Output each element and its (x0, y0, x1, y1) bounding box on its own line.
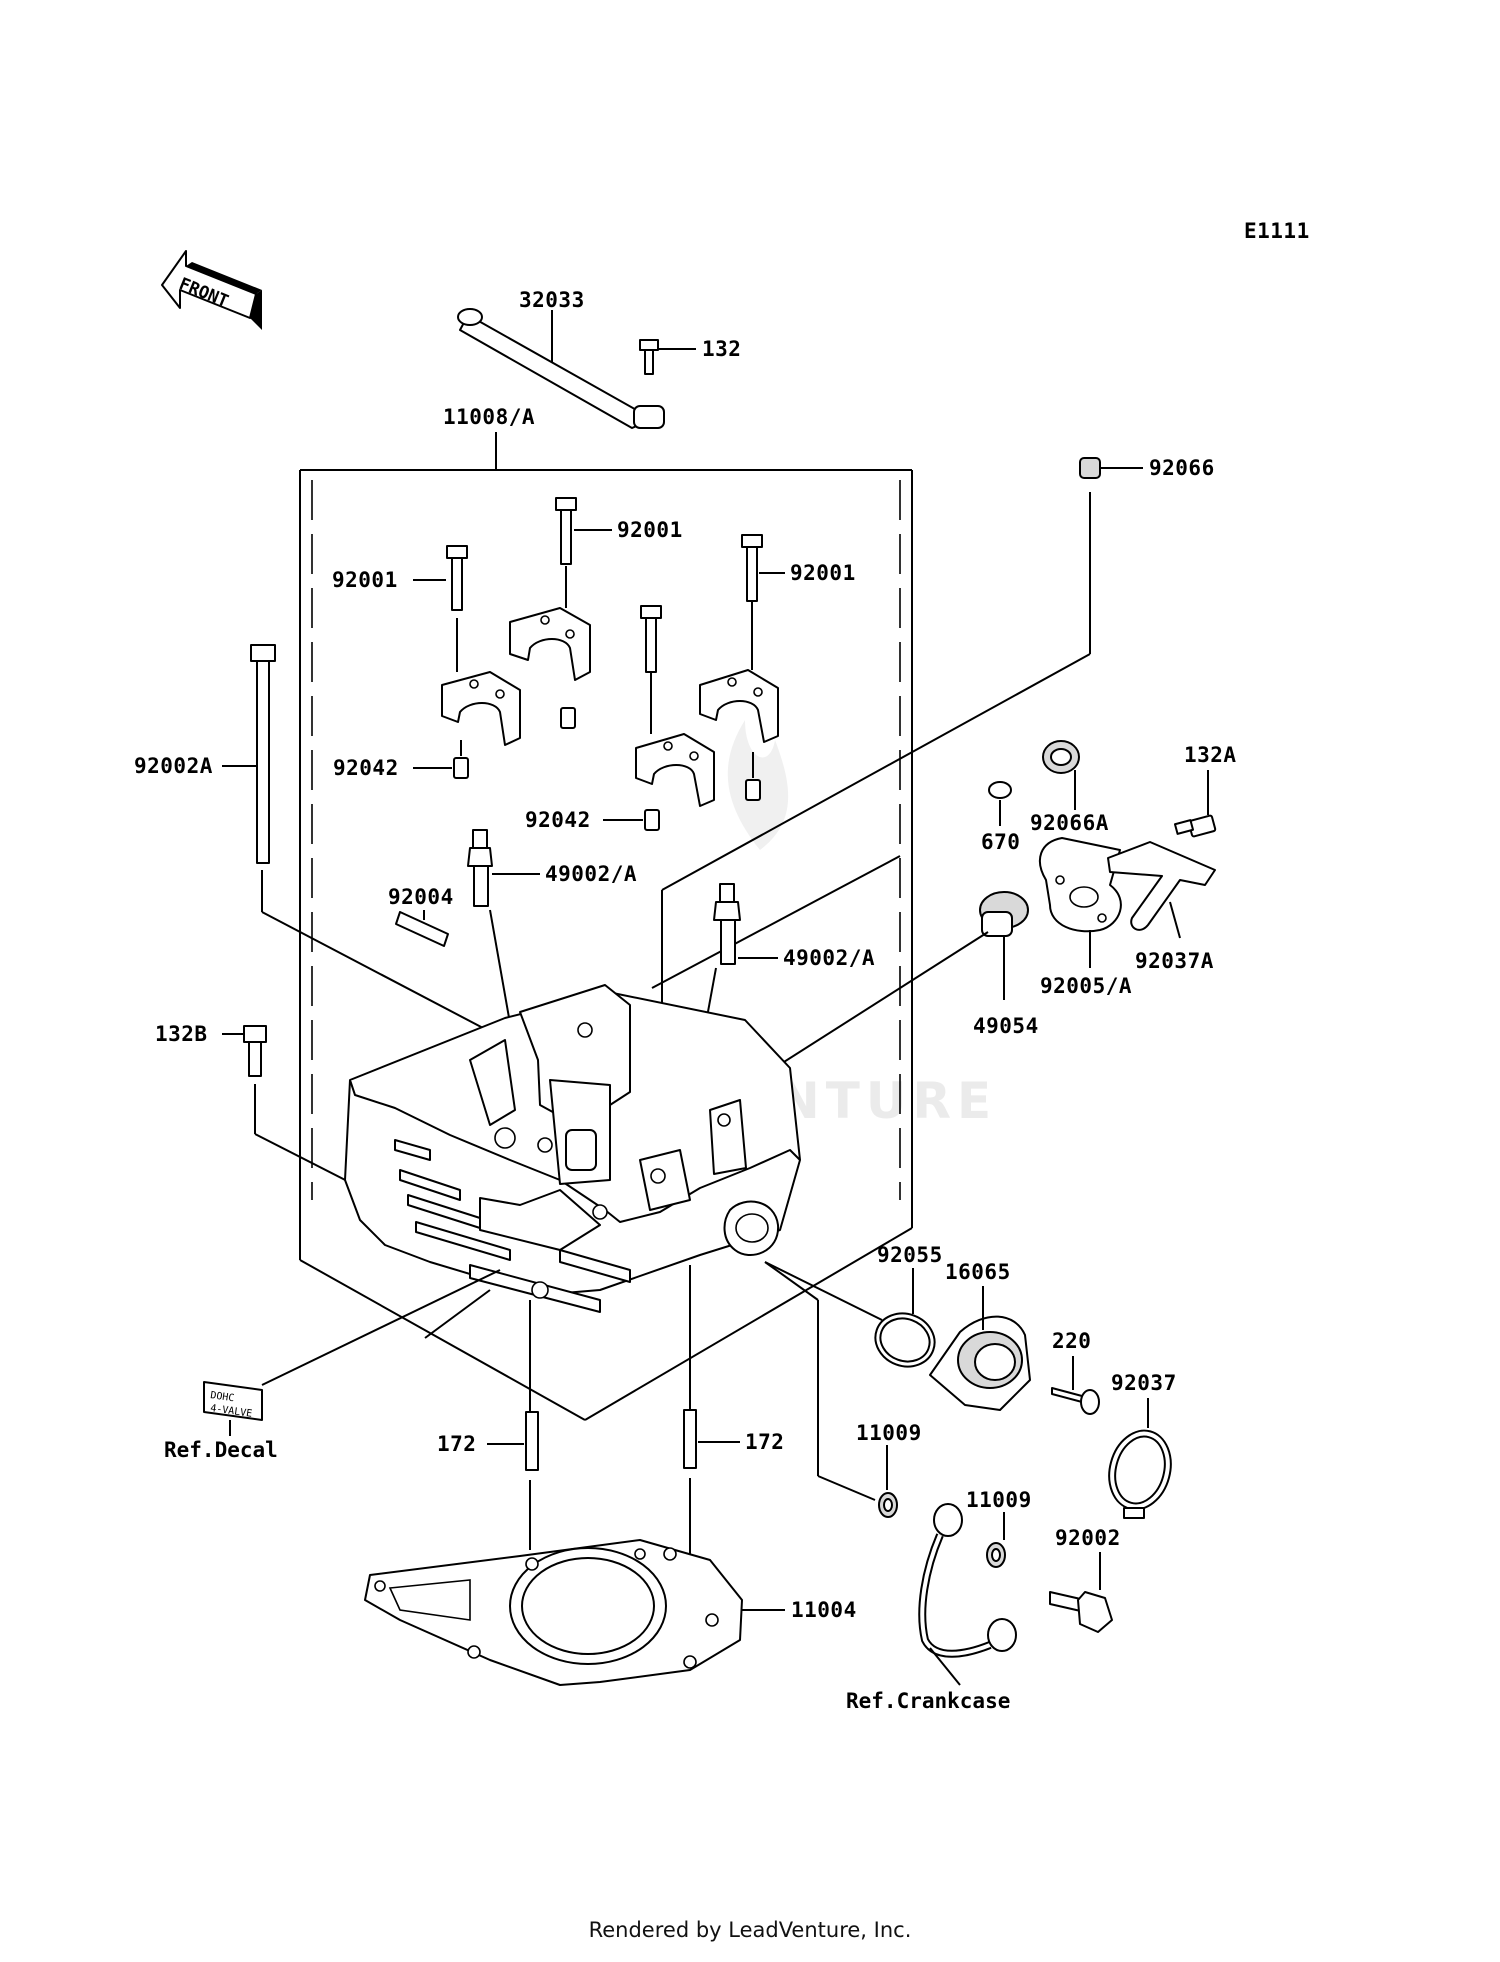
part-92002A-long-bolt (222, 644, 526, 1051)
part-220-screw (1051, 1356, 1100, 1415)
cylinder-head (344, 984, 801, 1450)
label-132: 132 (702, 337, 741, 361)
label-ref-decal: Ref.Decal (164, 1438, 278, 1462)
label-92037: 92037 (1111, 1371, 1177, 1395)
label-11004: 11004 (791, 1598, 857, 1622)
label-92002A: 92002A (134, 754, 213, 778)
part-cam-cap-c (635, 672, 715, 807)
part-92066A-plug (1042, 740, 1080, 810)
part-16065-holder (929, 1286, 1031, 1411)
part-cam-cap-d (699, 602, 779, 743)
label-92037A: 92037A (1135, 949, 1214, 973)
label-49054: 49054 (973, 1014, 1039, 1038)
part-bolt-unlabeled (640, 605, 662, 673)
part-92037A-clamp (1107, 841, 1216, 939)
part-92005A-fitting (1038, 837, 1122, 968)
diagram-id: E1111 (1244, 219, 1310, 243)
part-172-stud-a (487, 1411, 539, 1550)
part-cam-cap-a (441, 618, 521, 746)
label-92002: 92002 (1055, 1526, 1121, 1550)
label-92066A: 92066A (1030, 811, 1109, 835)
part-92001-bolt-b (555, 497, 612, 565)
label-92004: 92004 (388, 885, 454, 909)
part-92004-stud (395, 910, 449, 947)
part-32033-rod (457, 308, 665, 429)
part-92002-bolt (1049, 1552, 1113, 1633)
label-11008A: 11008/A (443, 405, 535, 429)
label-32033: 32033 (519, 288, 585, 312)
decal-line-1: DOHC (210, 1390, 235, 1404)
label-16065: 16065 (945, 1260, 1011, 1284)
part-132B-bolt (222, 1025, 413, 1215)
label-92001-b: 92001 (617, 518, 683, 542)
label-11009-b: 11009 (966, 1488, 1032, 1512)
assembly-bracket-11008A: 11008/A (299, 405, 913, 1421)
part-dowel-unlabeled-b (745, 779, 761, 801)
part-11009-washer-b (986, 1512, 1006, 1568)
label-132A: 132A (1184, 743, 1237, 767)
part-92055-oring (764, 1261, 936, 1368)
part-breather-hose (918, 1503, 1017, 1686)
part-670-oring (651, 781, 1012, 989)
part-11009-washer-a (764, 1261, 898, 1518)
part-49002A-guide-a (467, 829, 540, 1081)
label-92055: 92055 (877, 1243, 943, 1267)
label-172-b: 172 (745, 1430, 784, 1454)
ref-decal-callout: DOHC 4-VALVE (203, 1269, 501, 1436)
part-11004-gasket (364, 1539, 785, 1686)
part-92001-bolt-a (413, 545, 468, 611)
label-670: 670 (981, 830, 1020, 854)
label-92005A: 92005/A (1040, 974, 1132, 998)
part-92042-dowel-a (413, 740, 469, 779)
label-92001-c: 92001 (790, 561, 856, 585)
part-49054-plug (739, 891, 1029, 1091)
label-220: 220 (1052, 1329, 1091, 1353)
label-92042-b: 92042 (525, 808, 591, 832)
footer-credit: Rendered by LeadVenture, Inc. (588, 1918, 912, 1942)
label-49002A-a: 49002/A (545, 862, 637, 886)
part-92042-dowel-b (603, 809, 660, 831)
label-92042-a: 92042 (333, 756, 399, 780)
label-11009-a: 11009 (856, 1421, 922, 1445)
label-ref-crankcase: Ref.Crankcase (846, 1689, 1010, 1713)
label-92001-a: 92001 (332, 568, 398, 592)
part-92037-clamp (1108, 1398, 1172, 1519)
part-132-bolt (639, 339, 696, 375)
part-132A-bolt (1173, 770, 1217, 838)
part-dowel-unlabeled-a (560, 707, 576, 729)
part-cam-cap-b (509, 566, 591, 681)
part-92001-bolt-c (741, 534, 785, 602)
front-arrow-icon: FRONT (161, 250, 262, 330)
label-172-a: 172 (437, 1432, 476, 1456)
label-92066: 92066 (1149, 456, 1215, 480)
label-49002A-b: 49002/A (783, 946, 875, 970)
label-132B: 132B (155, 1022, 208, 1046)
